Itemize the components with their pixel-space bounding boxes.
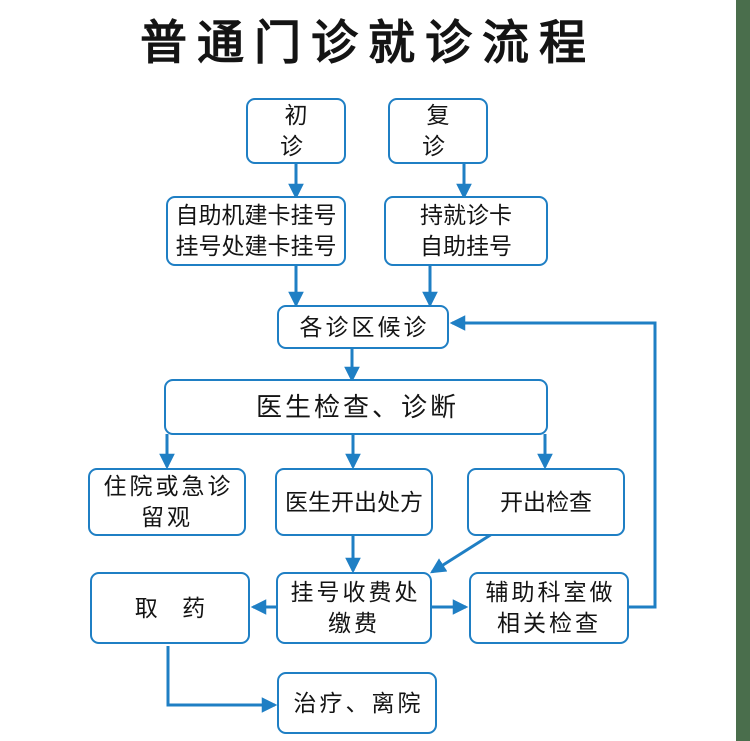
- node-first-visit-label: 初 诊: [280, 102, 317, 159]
- edge-medicine-to-discharge: [166, 646, 278, 713]
- edge-order-to-payment: [430, 532, 493, 574]
- node-prescription-label: 医生开出处方: [285, 488, 423, 515]
- node-payment-label: 挂号收费处 缴费: [290, 579, 421, 636]
- node-doctor-exam-label: 医生检查、诊断: [255, 391, 459, 422]
- node-prescription[interactable]: 医生开出处方: [275, 468, 433, 536]
- node-order-exam[interactable]: 开出检查: [467, 468, 625, 536]
- node-self-service-register-label: 自助机建卡挂号 挂号处建卡挂号: [175, 202, 337, 259]
- node-card-register-label: 持就诊卡 自助挂号: [420, 202, 512, 259]
- node-first-visit[interactable]: 初 诊: [246, 98, 346, 164]
- node-self-service-register[interactable]: 自助机建卡挂号 挂号处建卡挂号: [166, 196, 346, 266]
- node-order-exam-label: 开出检查: [500, 488, 592, 515]
- node-treatment-discharge-label: 治疗、离院: [293, 689, 424, 716]
- right-edge-strip: [736, 0, 750, 741]
- node-wait-area[interactable]: 各诊区候诊: [277, 305, 449, 349]
- node-get-medicine-label: 取 药: [134, 594, 215, 621]
- node-treatment-discharge[interactable]: 治疗、离院: [277, 672, 437, 734]
- node-get-medicine[interactable]: 取 药: [90, 572, 250, 644]
- node-wait-area-label: 各诊区候诊: [299, 313, 430, 340]
- edge-aux-to-wait-loop: [449, 315, 657, 609]
- page-title: 普通门诊就诊流程: [140, 16, 596, 69]
- node-doctor-exam[interactable]: 医生检查、诊断: [164, 379, 548, 435]
- node-payment[interactable]: 挂号收费处 缴费: [276, 572, 432, 644]
- node-return-visit[interactable]: 复 诊: [388, 98, 488, 164]
- node-card-register[interactable]: 持就诊卡 自助挂号: [384, 196, 548, 266]
- node-return-visit-label: 复 诊: [422, 102, 459, 159]
- node-inpatient-emergency[interactable]: 住院或急诊 留观: [88, 468, 246, 536]
- node-aux-department-label: 辅助科室做 相关检查: [485, 579, 616, 636]
- node-aux-department[interactable]: 辅助科室做 相关检查: [469, 572, 629, 644]
- node-inpatient-emergency-label: 住院或急诊 留观: [103, 473, 234, 530]
